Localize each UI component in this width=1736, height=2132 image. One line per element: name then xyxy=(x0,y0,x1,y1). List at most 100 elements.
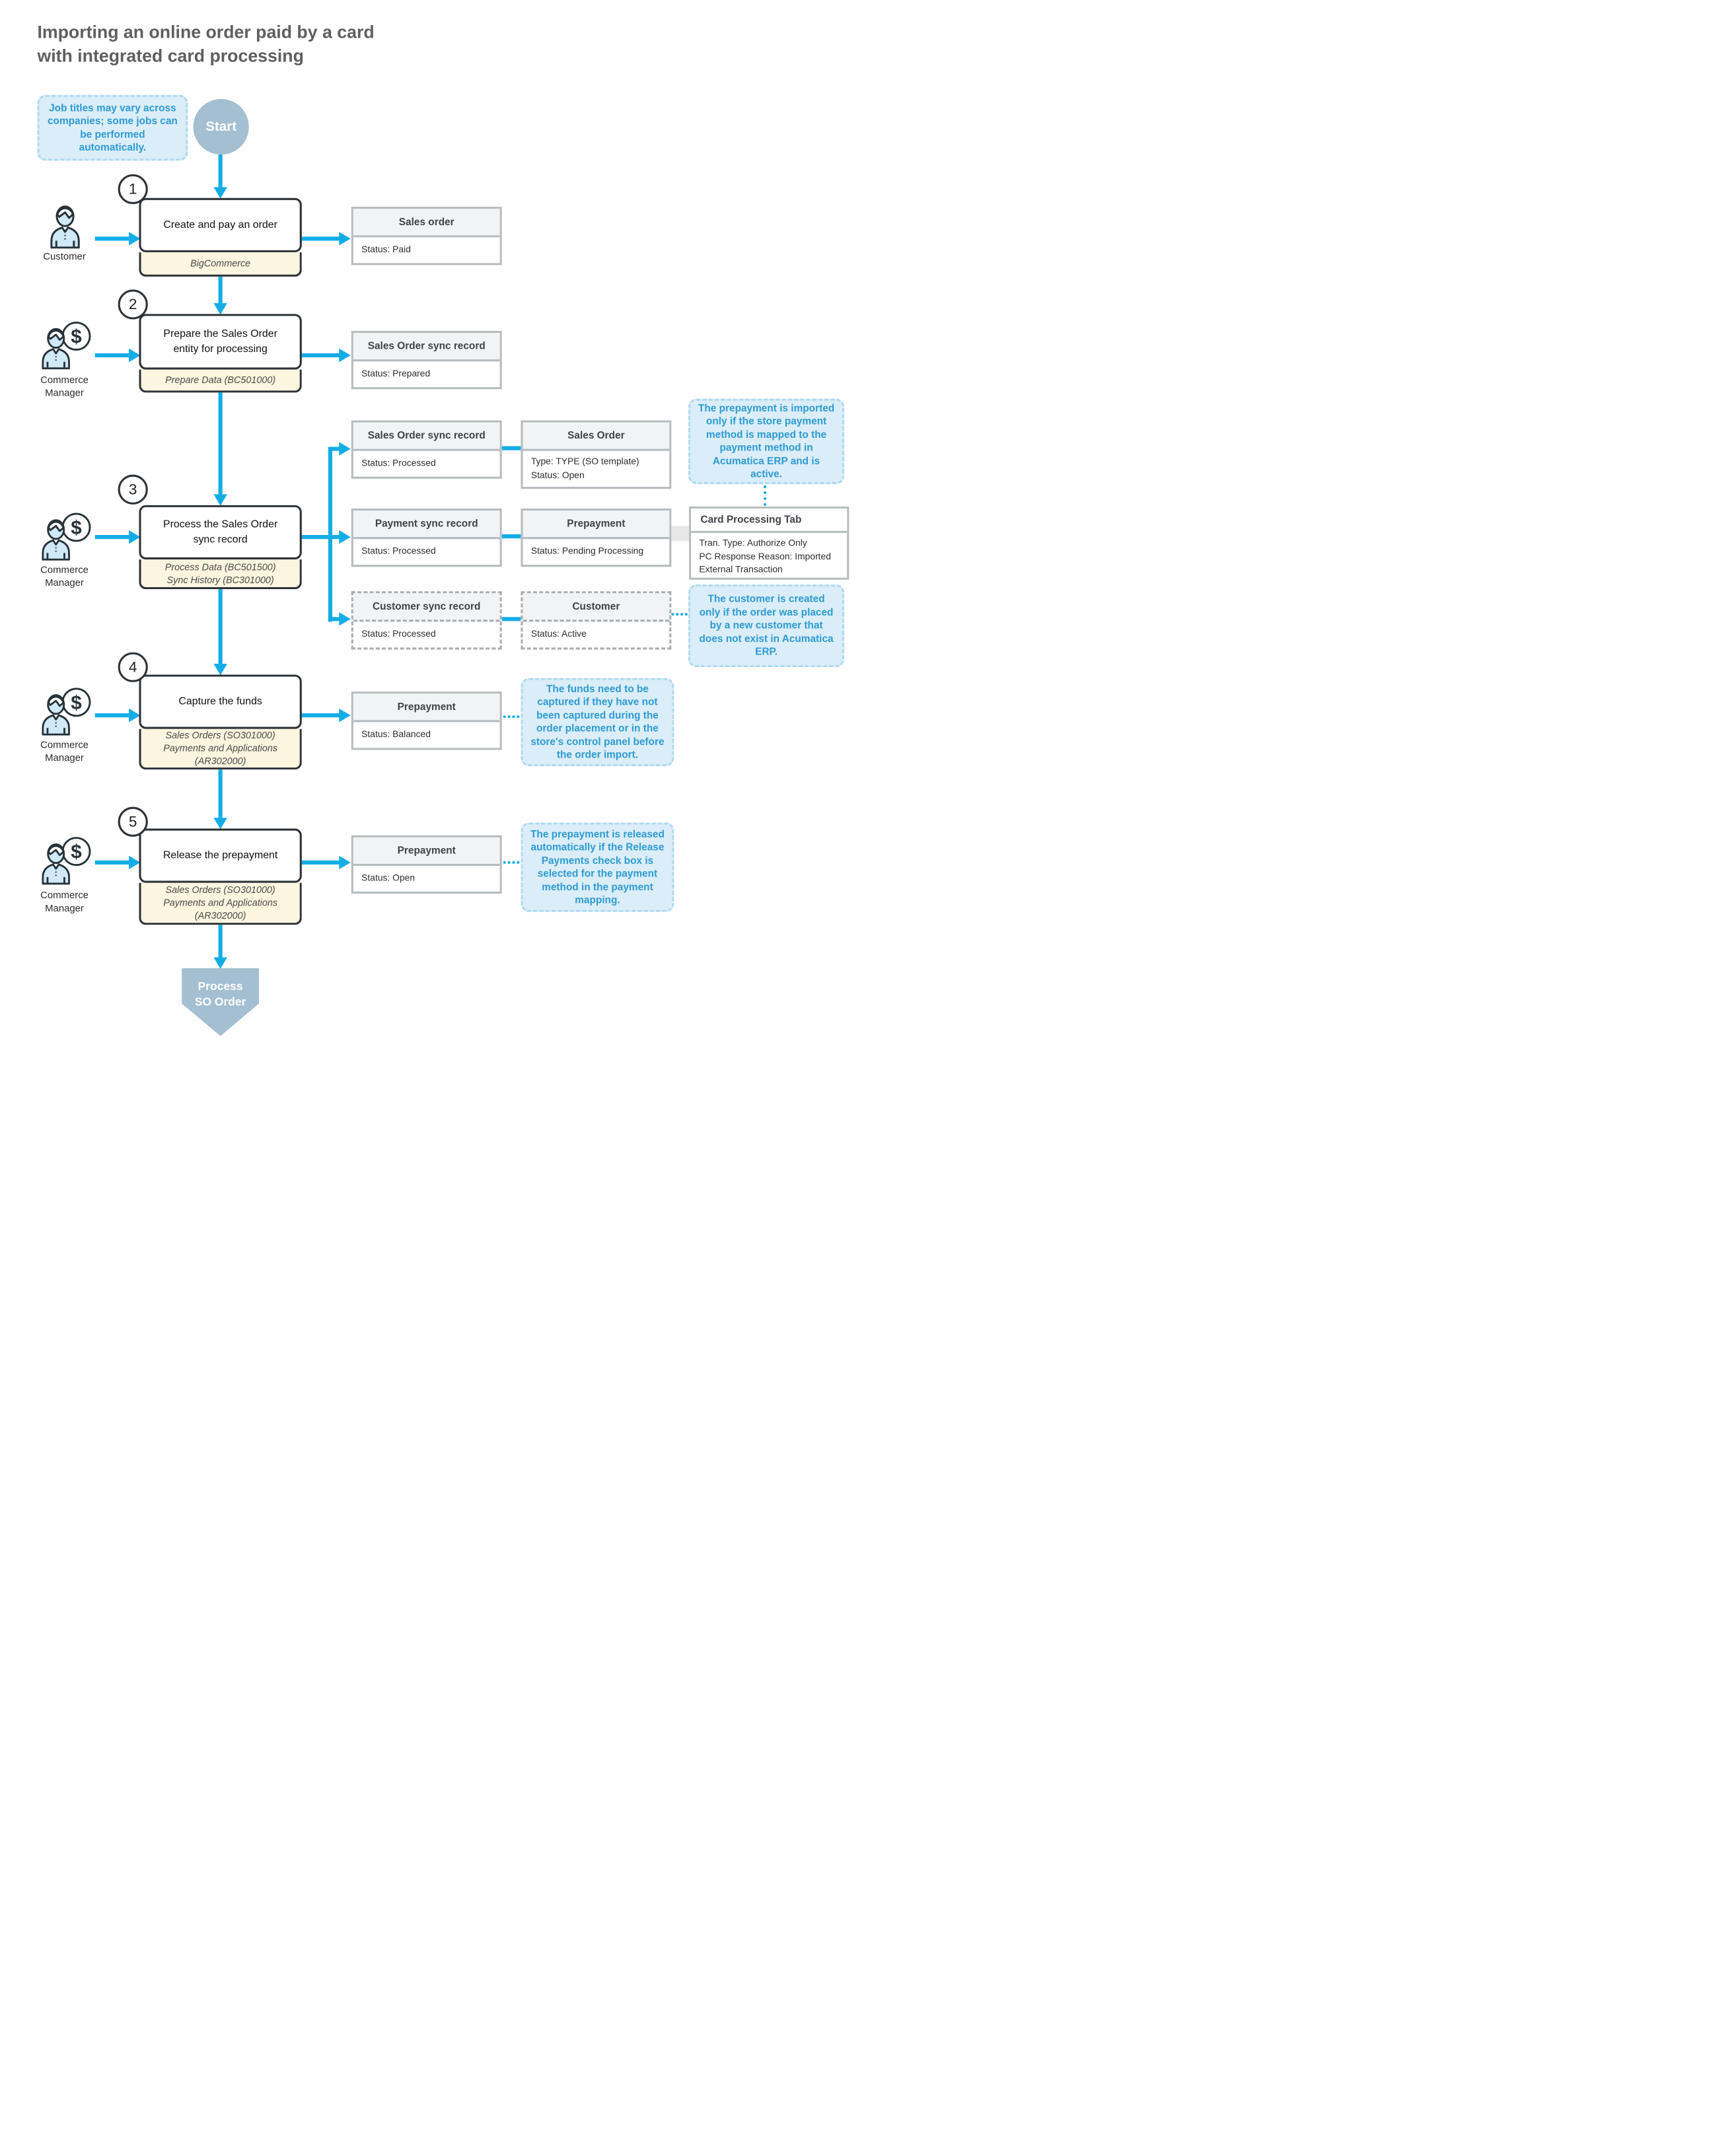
link-prepayment-to-cardtab xyxy=(670,526,690,542)
step2-task-box: Prepare the Sales Order entity for proce… xyxy=(139,314,302,370)
commerce-manager-icon xyxy=(42,321,91,370)
record-body: Status: Active xyxy=(530,628,587,639)
start-node: Start xyxy=(193,98,249,155)
step3-actor-label: Commerce Manager xyxy=(40,565,89,588)
arrow-step1-to-salesorder-head xyxy=(339,232,351,246)
record-prepayment-open: Prepayment Status: Open xyxy=(351,835,502,894)
record-payment-sync: Payment sync record Status: Processed xyxy=(351,508,502,567)
record-sales-order-paid: Sales order Status: Paid xyxy=(351,207,502,266)
record-prepayment-pending: Prepayment Status: Pending Processing xyxy=(521,508,672,567)
arrow-step2-to-syncrecord-line xyxy=(301,353,341,358)
commerce-manager-icon xyxy=(42,688,91,736)
arrow-step5-to-end-line xyxy=(218,925,223,958)
customer-icon xyxy=(50,205,80,249)
arrow-manager-to-step3-line xyxy=(94,534,129,540)
note-job-titles: Job titles may vary across companies; so… xyxy=(37,94,188,161)
record-body: Status: Processed xyxy=(361,546,436,556)
record-so-sync-prepared: Sales Order sync record Status: Prepared xyxy=(351,330,502,390)
record-customer-active: Customer Status: Active xyxy=(521,591,672,650)
record-title: Customer xyxy=(523,593,670,622)
branch-mid-line xyxy=(330,534,341,540)
arrow-step3-to-step4-head xyxy=(213,664,227,676)
dotted-link-note-to-cardtab xyxy=(763,485,767,506)
arrow-step5-to-prepayment-line xyxy=(301,860,341,865)
record-so-sync-processed: Sales Order sync record Status: Processe… xyxy=(351,420,502,479)
arrow-step2-to-step3-head xyxy=(213,494,227,506)
arrow-customer-to-step1-line xyxy=(94,236,129,241)
record-body: Type: TYPE (SO template) Status: Open xyxy=(530,456,639,481)
arrow-start-to-step1-head xyxy=(213,187,227,199)
link-customersync-to-customer xyxy=(501,617,521,622)
record-title: Prepayment xyxy=(523,511,670,540)
arrow-customer-to-step1-head xyxy=(129,232,141,246)
record-card-processing-tab: Card Processing Tab Tran. Type: Authoriz… xyxy=(689,506,850,580)
note-customer-created: The customer is created only if the orde… xyxy=(688,584,845,668)
step5-actor-label: Commerce Manager xyxy=(40,890,89,914)
step1-task-box: Create and pay an order xyxy=(139,197,302,252)
arrow-manager-to-step4-line xyxy=(94,713,129,718)
record-title: Card Processing Tab xyxy=(691,508,848,533)
arrow-step3-to-step4-line xyxy=(218,589,223,664)
arrow-step4-to-prepayment-line xyxy=(301,713,341,718)
arrow-step4-to-prepayment-head xyxy=(339,708,351,723)
record-body: Status: Balanced xyxy=(361,728,431,739)
record-body: Status: Open xyxy=(361,872,416,883)
arrow-step2-to-step3-line xyxy=(218,392,223,495)
record-title: Sales Order xyxy=(523,422,670,451)
record-title: Sales order xyxy=(353,209,500,238)
note-funds-capture: The funds need to be captured if they ha… xyxy=(521,678,674,767)
branch-mid-head xyxy=(339,530,351,544)
end-node: Process SO Order xyxy=(182,968,260,1036)
branch-top-head xyxy=(339,442,351,456)
flowchart-canvas: Importing an online order paid by a card… xyxy=(0,0,869,1067)
arrow-manager-to-step2-line xyxy=(94,353,129,358)
record-title: Prepayment xyxy=(353,837,500,866)
record-body: Status: Processed xyxy=(361,457,436,468)
record-customer-sync: Customer sync record Status: Processed xyxy=(351,591,502,650)
step1-actor-label: Customer xyxy=(43,251,86,263)
branch-bottom-head xyxy=(339,612,351,626)
branch-bottom-line xyxy=(328,617,341,622)
arrow-manager-to-step5-head xyxy=(129,855,141,870)
step5-screen-footer: Sales Orders (SO301000) Payments and App… xyxy=(139,882,302,925)
step3-task-box: Process the Sales Order sync record xyxy=(139,505,302,559)
step1-screen-footer: BigCommerce xyxy=(139,252,302,277)
arrow-manager-to-step3-head xyxy=(129,530,141,544)
record-title: Prepayment xyxy=(353,693,500,723)
arrow-step5-to-prepayment-head xyxy=(339,855,351,870)
record-title: Sales Order sync record xyxy=(353,333,500,362)
link-paymentsync-to-prepayment xyxy=(501,534,521,539)
arrow-manager-to-step4-head xyxy=(129,708,141,723)
commerce-manager-icon xyxy=(42,513,91,561)
note-prepayment-import: The prepayment is imported only if the s… xyxy=(688,398,845,484)
branch-trunk-line xyxy=(328,446,333,622)
step2-actor-label: Commerce Manager xyxy=(40,374,89,399)
step3-number: 3 xyxy=(118,474,148,505)
arrow-step4-to-step5-line xyxy=(218,769,223,818)
arrow-step5-to-end-head xyxy=(213,957,227,970)
branch-feed-line xyxy=(301,534,330,540)
commerce-manager-icon xyxy=(42,837,91,885)
arrow-manager-to-step5-line xyxy=(94,860,129,865)
dotted-link-prepayment-to-note xyxy=(503,715,520,719)
step3-screen-footer: Process Data (BC501500) Sync History (BC… xyxy=(139,559,302,590)
step2-screen-footer: Prepare Data (BC501000) xyxy=(139,369,302,393)
arrow-step4-to-step5-head xyxy=(213,818,227,830)
step4-screen-footer: Sales Orders (SO301000) Payments and App… xyxy=(139,728,302,770)
record-body: Tran. Type: Authorize Only PC Response R… xyxy=(699,538,831,575)
record-sales-order-open: Sales Order Type: TYPE (SO template) Sta… xyxy=(521,420,672,489)
record-title: Payment sync record xyxy=(353,511,500,540)
note-prepayment-release: The prepayment is released automatically… xyxy=(521,822,674,912)
record-prepayment-balanced: Prepayment Status: Balanced xyxy=(351,692,502,750)
arrow-step1-to-step2-line xyxy=(218,276,223,303)
record-title: Customer sync record xyxy=(353,593,500,622)
arrow-start-to-step1-line xyxy=(218,155,223,188)
dotted-link-prepayment-open-to-note xyxy=(503,861,520,864)
arrow-manager-to-step2-head xyxy=(129,348,141,363)
record-title: Sales Order sync record xyxy=(353,422,500,451)
dotted-link-customer-to-note xyxy=(671,613,688,616)
link-sosync-to-salesorder xyxy=(501,446,521,450)
step5-number: 5 xyxy=(118,806,148,837)
record-body: Status: Processed xyxy=(361,628,436,639)
step4-actor-label: Commerce Manager xyxy=(40,740,89,764)
